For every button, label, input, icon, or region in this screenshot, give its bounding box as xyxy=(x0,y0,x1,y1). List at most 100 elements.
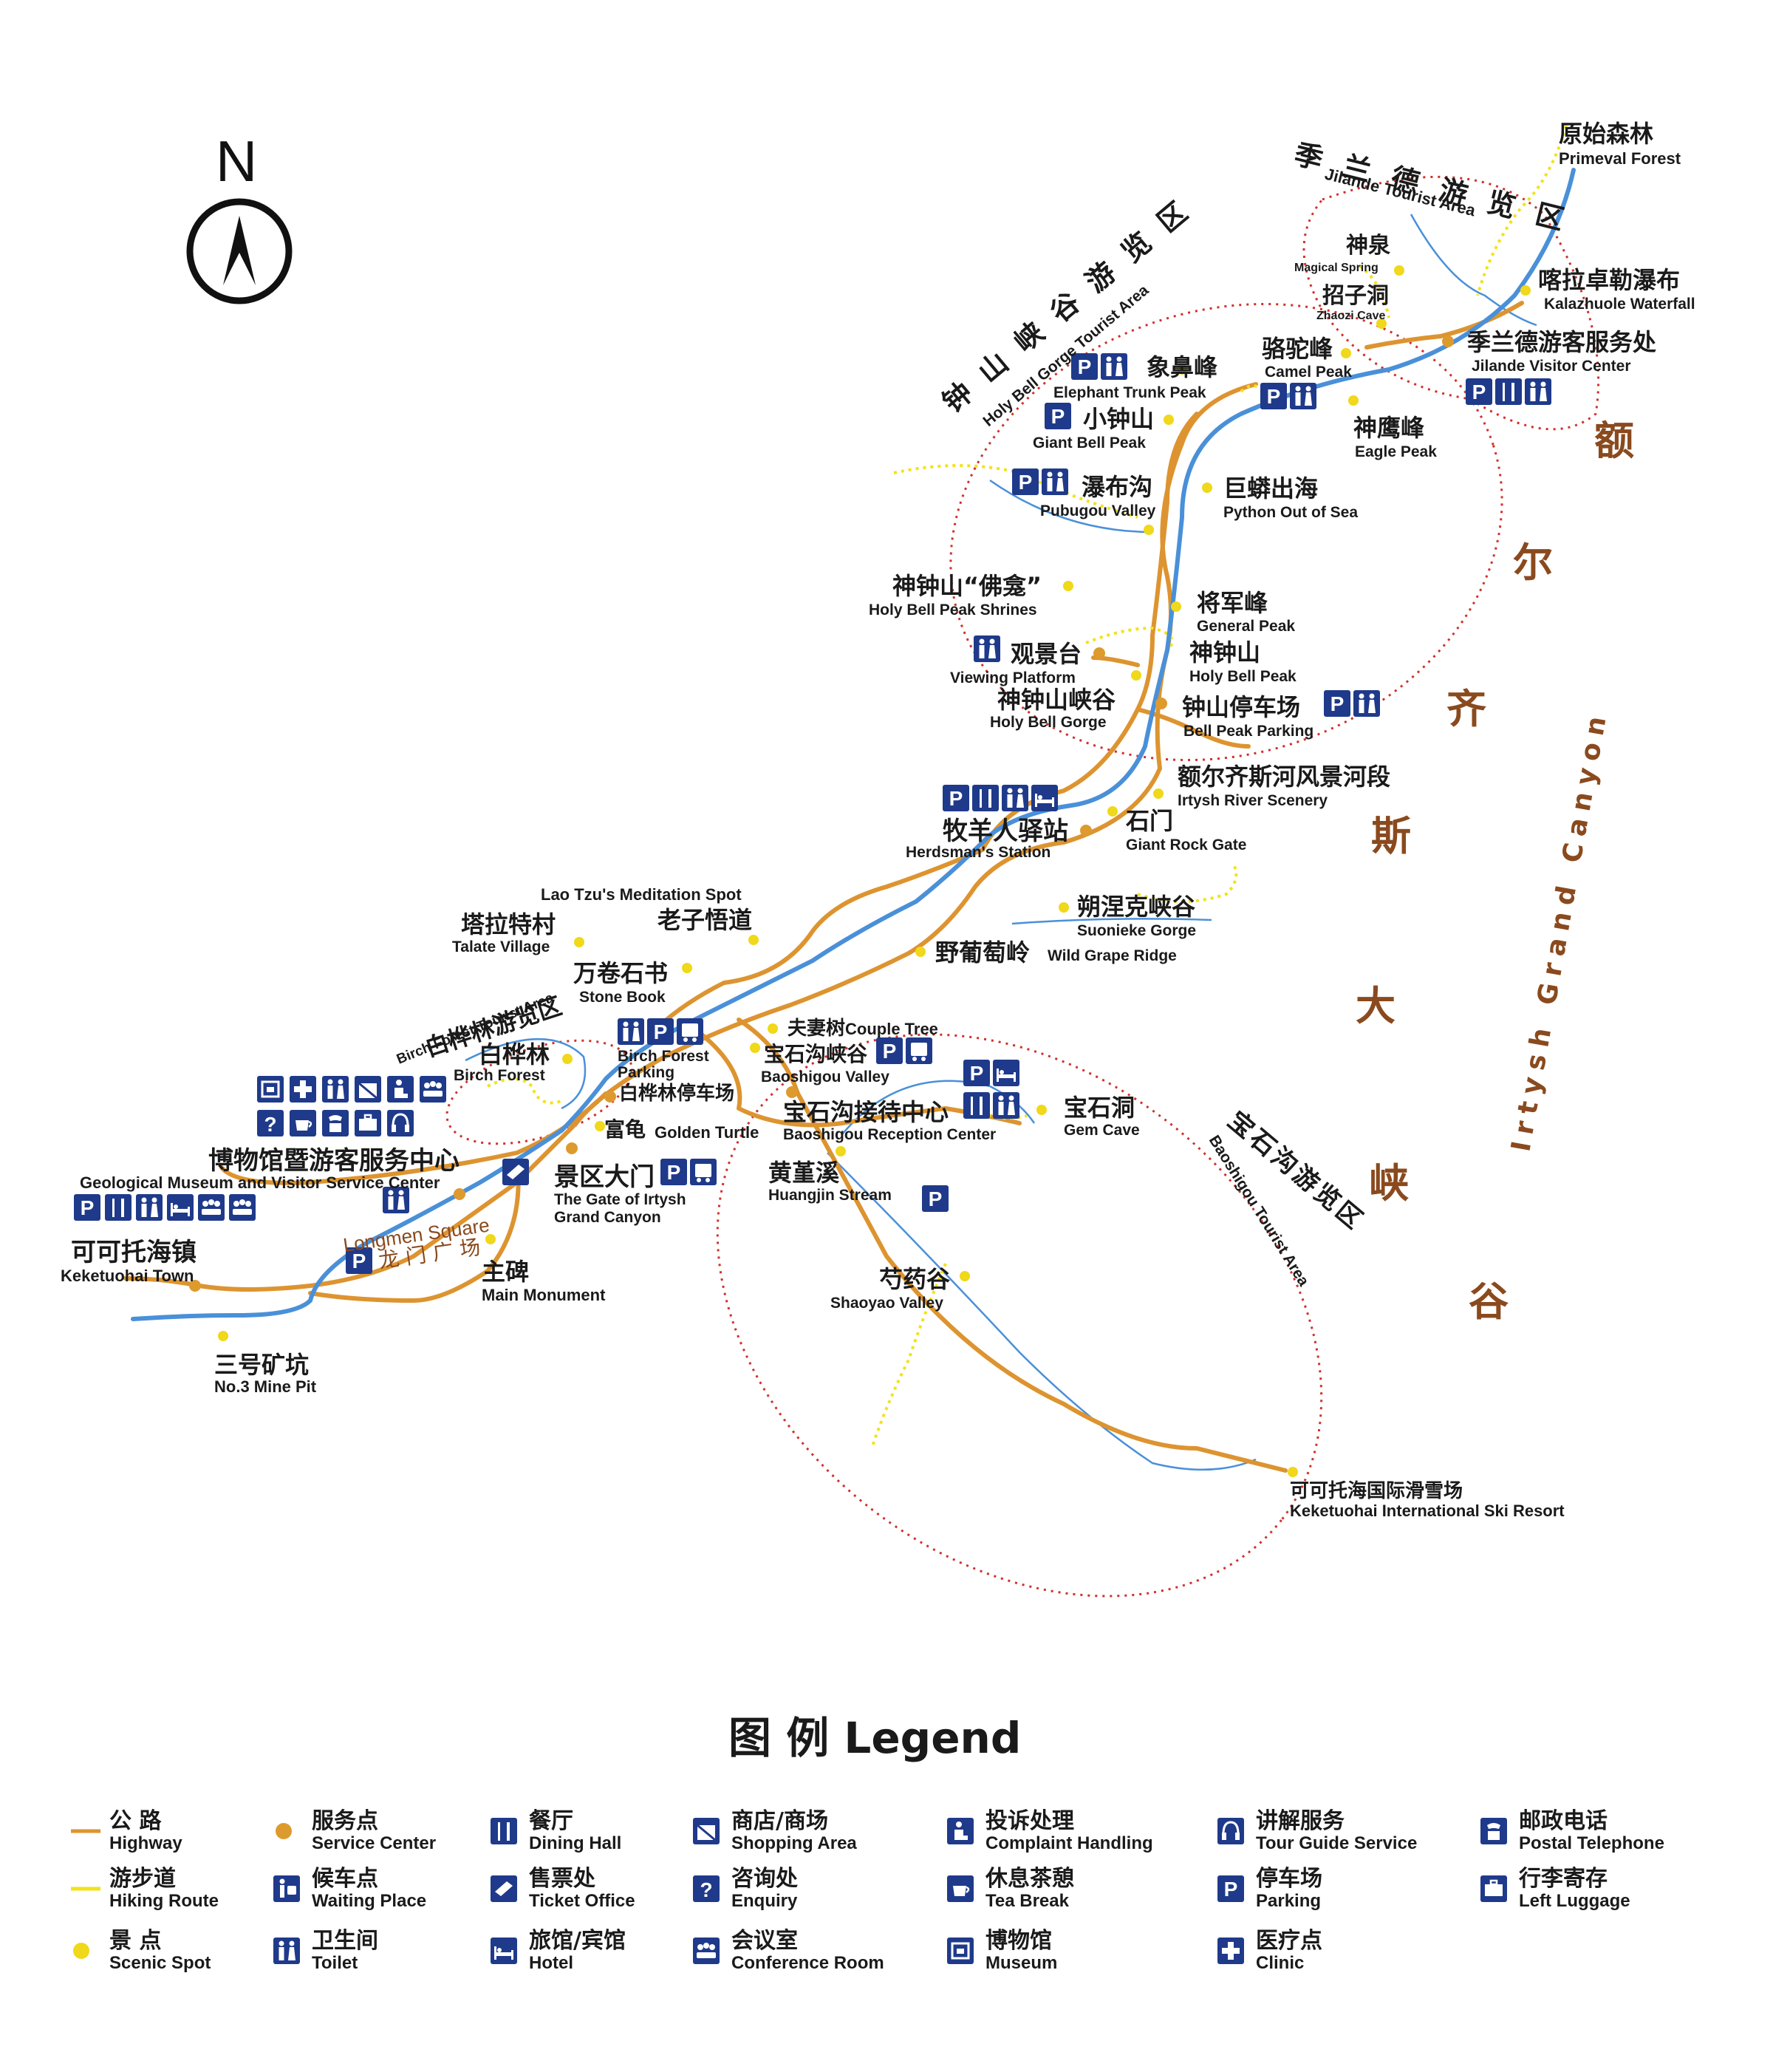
museum-zh: 博物馆暨游客服务中心 xyxy=(208,1146,460,1176)
hiking-suonieke xyxy=(1137,864,1238,903)
elephant-facilities xyxy=(1071,353,1127,380)
scenic-spot xyxy=(1348,395,1359,406)
scenic-spot xyxy=(1059,902,1069,913)
eagle-peak-zh: 神鹰峰 xyxy=(1353,414,1424,442)
birch-parking-facilities xyxy=(618,1018,703,1045)
stream-baoshigou xyxy=(827,1152,1257,1471)
legend-item-en: Hiking Route xyxy=(109,1891,219,1911)
viewing-facilities xyxy=(974,635,1000,662)
scenic-spot xyxy=(1376,318,1387,329)
shaoyao-zh: 芍药谷 xyxy=(879,1265,950,1293)
golden-turtle-en: Golden Turtle xyxy=(655,1123,759,1142)
birch-parking-zh: 白桦林停车场 xyxy=(619,1082,734,1105)
baoshigou-area-boundary xyxy=(716,1033,1323,1598)
canyon-char: 尔 xyxy=(1513,539,1553,586)
shopping-icon xyxy=(691,1816,721,1846)
gate-zh: 景区大门 xyxy=(554,1162,655,1192)
service-point xyxy=(454,1188,465,1200)
legend-item-zh: 旅馆/宾馆 xyxy=(529,1928,626,1954)
herdsman-en: Herdsman's Station xyxy=(906,844,1051,861)
service-point xyxy=(1080,825,1092,836)
service-point xyxy=(604,1091,616,1103)
mine-en: No.3 Mine Pit xyxy=(214,1377,317,1396)
wild-grape-en: Wild Grape Ridge xyxy=(1048,947,1177,964)
ticket-icon xyxy=(491,1875,517,1902)
scenic-spot xyxy=(750,1043,760,1053)
legend-item-zh: 候车点 xyxy=(312,1866,378,1892)
legend-item-en: Tour Guide Service xyxy=(1256,1833,1417,1853)
scenic-spot xyxy=(1164,415,1174,425)
scenic-spot xyxy=(1036,1105,1047,1115)
bell-parking-facilities xyxy=(1324,690,1380,717)
laotzu-zh: 老子悟道 xyxy=(657,906,752,934)
legend-item-zh: 投诉处理 xyxy=(985,1808,1074,1834)
herdsman-zh: 牧羊人驿站 xyxy=(943,817,1068,846)
legend-item-en: Complaint Handling xyxy=(985,1833,1153,1853)
postal-telephone-icon xyxy=(1480,1818,1507,1844)
north-label: N xyxy=(216,129,257,194)
legend-title: 图 例 Legend xyxy=(728,1713,1021,1763)
legend-item-en: Postal Telephone xyxy=(1519,1833,1664,1853)
canyon-char: 斯 xyxy=(1371,813,1411,859)
legend-item-en: Shopping Area xyxy=(731,1833,857,1853)
python-zh: 巨蟒出海 xyxy=(1223,474,1318,502)
hiking-birch xyxy=(487,1077,562,1105)
legend-item-en: Enquiry xyxy=(731,1891,798,1911)
viewing-zh: 观景台 xyxy=(1011,640,1082,668)
scenic-spot xyxy=(1520,285,1531,296)
kalazhuole-en: Kalazhuole Waterfall xyxy=(1544,296,1695,313)
baoshigou-rc-en: Baoshigou Reception Center xyxy=(783,1126,996,1143)
jilande-facilities xyxy=(1466,378,1551,405)
highway-irtysh-east xyxy=(1135,707,1251,749)
legend-item-en: Left Luggage xyxy=(1519,1891,1630,1911)
compass: N xyxy=(186,129,293,304)
legend-item-zh: 咨询处 xyxy=(731,1866,798,1892)
legend-item-zh: 博物馆 xyxy=(985,1928,1052,1954)
museum-en: Geological Museum and Visitor Service Ce… xyxy=(80,1173,440,1192)
canyon-char: 齐 xyxy=(1446,686,1486,732)
legend-item-zh: 讲解服务 xyxy=(1256,1808,1345,1834)
primeval-forest-zh: 原始森林 xyxy=(1559,120,1653,148)
holybell-area-boundary xyxy=(949,302,1503,762)
complaint-icon xyxy=(947,1818,974,1844)
scenic-spot xyxy=(595,1121,605,1131)
kalazhuole-zh: 喀拉卓勒瀑布 xyxy=(1538,266,1680,294)
legend-item-en: Toilet xyxy=(312,1953,358,1973)
scenic-spot xyxy=(562,1054,573,1064)
pubugou-en: Pubugou Valley xyxy=(1040,502,1156,519)
birch-forest-zh: 白桦林 xyxy=(479,1040,550,1069)
baoshigou-valley-en: Baoshigou Valley xyxy=(761,1069,889,1086)
highway-jilande xyxy=(1364,301,1524,350)
place-labels: 原始森林 Primeval Forest 神泉 Magical Spring 招… xyxy=(61,120,1695,1520)
elephant-peak-zh: 象鼻峰 xyxy=(1147,353,1217,381)
holy-bell-peak-en: Holy Bell Peak xyxy=(1189,668,1297,685)
service-point xyxy=(566,1142,578,1154)
stream-suonieke xyxy=(1011,918,1212,925)
parking-icon xyxy=(1217,1875,1244,1902)
canyon-char: 大 xyxy=(1356,983,1395,1029)
legend-item-en: Tea Break xyxy=(985,1891,1070,1911)
scenic-spot xyxy=(1394,265,1404,276)
couple-tree-en: Couple Tree xyxy=(845,1020,938,1038)
legend-item-zh: 商店/商场 xyxy=(731,1808,828,1834)
conference-icon xyxy=(693,1938,720,1964)
talate-en: Talate Village xyxy=(452,938,550,955)
scenic-spot xyxy=(1171,602,1181,612)
scenic-spot xyxy=(1131,670,1141,681)
canyon-char: 峡 xyxy=(1369,1160,1409,1207)
service-point xyxy=(1155,698,1167,709)
viewing-en: Viewing Platform xyxy=(950,669,1076,686)
town-zh: 可可托海镇 xyxy=(71,1238,197,1267)
legend-item-en: Dining Hall xyxy=(529,1833,621,1853)
tea-icon xyxy=(946,1874,975,1904)
scenic-spot xyxy=(1153,788,1164,799)
jilande-vc-en: Jilande Visitor Center xyxy=(1472,358,1631,375)
